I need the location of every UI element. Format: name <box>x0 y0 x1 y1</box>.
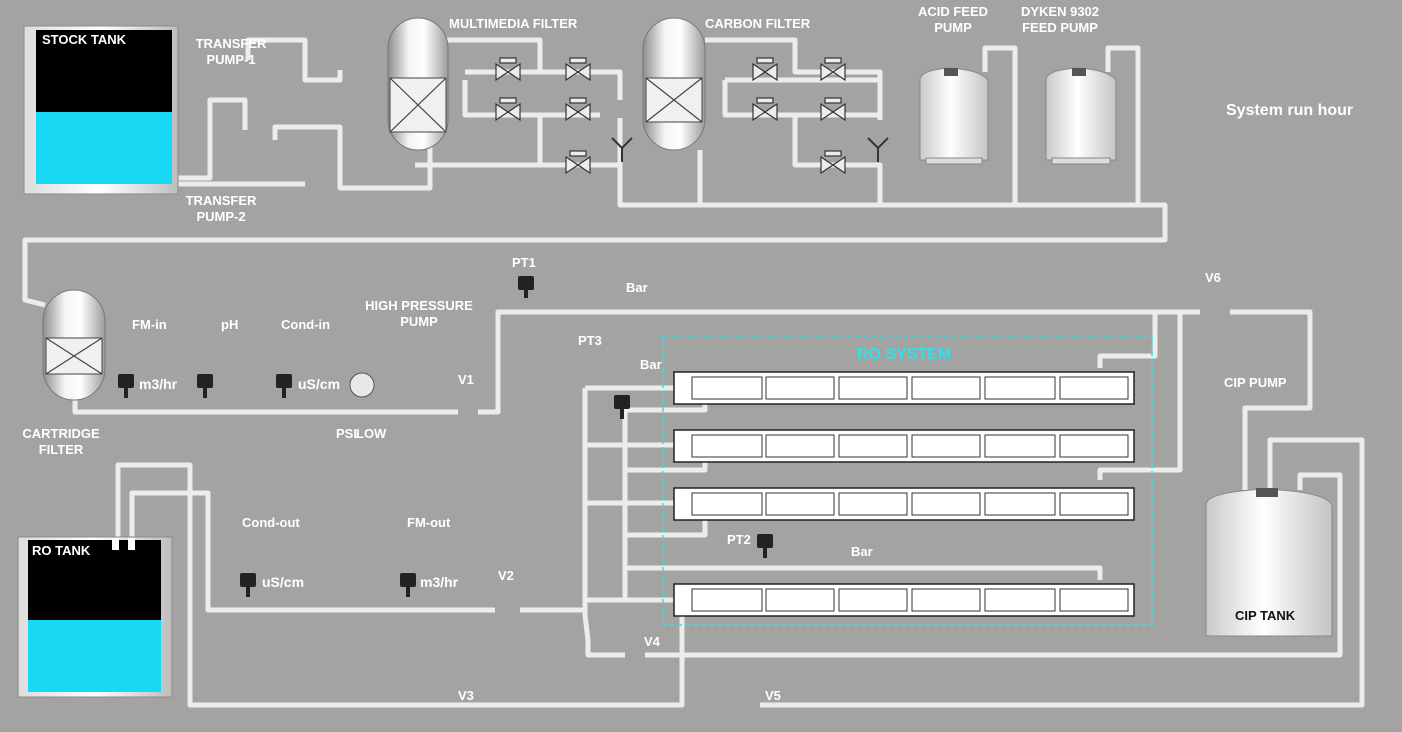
stock-tank <box>23 25 179 195</box>
psl-label: PSL <box>336 426 362 441</box>
valve-mmf-5 <box>565 150 591 175</box>
valves[interactable] <box>495 57 846 175</box>
pt3-sensor <box>614 395 630 419</box>
pt1-label: PT1 <box>512 255 536 270</box>
system-run-hour-label: System run hour <box>1226 102 1354 119</box>
pt3-label: PT3 <box>578 333 602 348</box>
multimedia-filter-label: MULTIMEDIA FILTER <box>449 16 578 31</box>
valve-mmf-4 <box>565 97 591 122</box>
fm-in-unit: m3/hr <box>139 376 178 392</box>
acid-feed-pump-label: ACID FEED PUMP <box>917 4 989 35</box>
fm-out-sensor <box>400 573 416 597</box>
valve-mmf-2 <box>565 57 591 82</box>
v1-label[interactable]: V1 <box>458 372 474 387</box>
pipe-stock-to-pump2 <box>178 97 248 181</box>
low-label: LOW <box>356 426 387 441</box>
cartridge-filter-label: CARTRIDGE FILTER <box>22 426 100 457</box>
cip-pump-label: CIP PUMP <box>1224 375 1287 390</box>
valve-mmf-1 <box>495 57 521 82</box>
pt3-bar-label: Bar <box>640 357 662 372</box>
valve-cf-2 <box>820 57 846 82</box>
pipe-v4-line <box>645 472 1343 658</box>
carbon-filter-vessel <box>642 17 706 151</box>
cip-tank-label: CIP TANK <box>1235 608 1296 623</box>
valve-mmf-3 <box>495 97 521 122</box>
pipe-ro-feed-manifold <box>582 388 591 641</box>
cip-tank-vessel <box>1205 488 1333 637</box>
v3-label[interactable]: V3 <box>458 688 474 703</box>
cond-out-sensor <box>240 573 256 597</box>
valve-cf-3 <box>752 97 778 122</box>
stock-tank-label: STOCK TANK <box>42 32 127 47</box>
fm-in-label: FM-in <box>132 317 167 332</box>
ro-train-3 <box>673 487 1135 521</box>
dyken-feed-pump-label: DYKEN 9302 FEED PUMP <box>1020 4 1100 35</box>
v4-label[interactable]: V4 <box>644 634 660 649</box>
v2-label[interactable]: V2 <box>498 568 514 583</box>
pt2-sensor <box>757 534 773 558</box>
cond-in-unit: uS/cm <box>298 376 341 392</box>
ph-label: pH <box>221 317 239 332</box>
pipe-acid-pump <box>880 45 1018 208</box>
pipe-dyken-pump <box>1015 45 1141 208</box>
ro-train-2 <box>673 429 1135 463</box>
drain-funnels <box>611 137 889 162</box>
cond-out-label: Cond-out <box>242 515 300 530</box>
sensors <box>118 276 773 597</box>
fm-in-sensor <box>118 374 134 398</box>
ro-train-4 <box>673 583 1135 617</box>
pt1-bar-label: Bar <box>626 280 648 295</box>
cond-in-sensor <box>276 374 292 398</box>
ro-system-label: RO SYSTEM <box>857 346 952 363</box>
pt2-label: PT2 <box>727 532 751 547</box>
pt1-sensor <box>518 276 534 298</box>
high-pressure-pump-label: HIGH PRESSURE PUMP <box>365 298 473 329</box>
cartridge-filter-vessel <box>42 289 106 401</box>
dyken-feed-tank <box>1045 67 1117 165</box>
valve-cf-4 <box>820 97 846 122</box>
cond-out-unit: uS/cm <box>262 574 305 590</box>
fm-out-label: FM-out <box>407 515 451 530</box>
pipe-cip-pump <box>1230 309 1313 490</box>
pipe-pump1-out <box>245 37 343 83</box>
carbon-filter-label: CARBON FILTER <box>705 16 811 31</box>
ro-tank <box>17 536 173 698</box>
ro-membranes <box>673 371 1135 617</box>
valve-cf-1 <box>752 57 778 82</box>
pipe-concentrate <box>625 565 1103 580</box>
ph-sensor <box>197 374 213 398</box>
high-pressure-pump[interactable] <box>349 372 375 398</box>
acid-feed-tank <box>919 67 989 165</box>
v6-label[interactable]: V6 <box>1205 270 1221 285</box>
transfer-pump-2-label: TRANSFER PUMP-2 <box>185 193 257 224</box>
valve-cf-5 <box>820 150 846 175</box>
ro-train-1 <box>673 371 1135 405</box>
v5-label[interactable]: V5 <box>765 688 781 703</box>
pipe-hp-discharge <box>478 309 1200 415</box>
pipe-v5-line <box>760 437 1365 708</box>
transfer-pump-1-label: TRANSFER PUMP-1 <box>195 36 267 67</box>
ro-tank-label: RO TANK <box>32 543 91 558</box>
pt2-bar-label: Bar <box>851 544 873 559</box>
pipe-v3-line <box>425 610 685 708</box>
pipe-ro-tank-line <box>205 500 495 613</box>
cond-in-label: Cond-in <box>281 317 331 332</box>
ro-system-boundary <box>662 335 1153 626</box>
fm-out-unit: m3/hr <box>420 574 459 590</box>
multimedia-filter-vessel <box>387 17 449 151</box>
